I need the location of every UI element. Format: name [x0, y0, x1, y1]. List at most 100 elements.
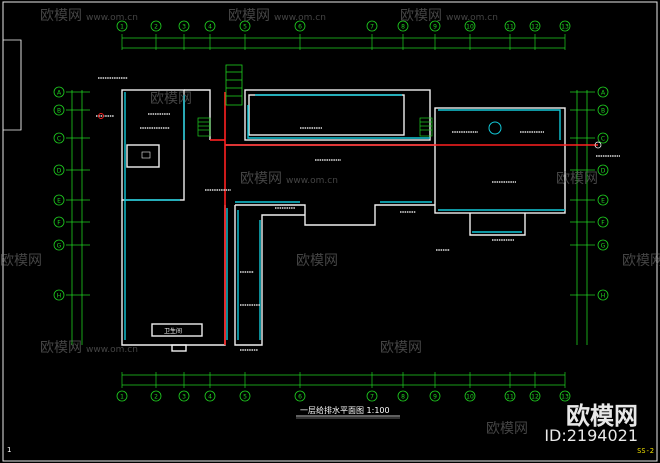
watermark-ml: 欧模网 — [150, 91, 192, 107]
grid-label-row: G — [57, 243, 62, 250]
drawing-title: 一层给排水平面图 1:100 — [300, 406, 390, 415]
grid-label-col: 10 — [466, 394, 474, 401]
grid-label-col: 8 — [401, 394, 405, 401]
grid-bubble-col — [239, 390, 251, 402]
grid-bubble-row — [53, 86, 65, 98]
wall-right-balcony — [469, 213, 526, 236]
grid-bubble-col — [150, 20, 162, 32]
grid-label-row: G — [601, 243, 606, 250]
grid-bubble-col — [397, 390, 409, 402]
grid-bubble-row — [53, 194, 65, 206]
grid-bubble-row — [597, 216, 609, 228]
grid-bubble-col — [150, 390, 162, 402]
water-supply-pipes — [210, 92, 598, 345]
grid-label-row: D — [57, 168, 62, 175]
sheet-number: SS-2 — [637, 447, 654, 455]
brand-watermark: 欧模网 — [566, 402, 638, 430]
grid-label-row: D — [601, 168, 606, 175]
corner-mark: 1 — [7, 446, 12, 454]
room-label-box — [151, 323, 203, 337]
grid-label-col: 4 — [208, 24, 212, 31]
grid-bubble-col — [529, 390, 541, 402]
grid-label-col: 13 — [561, 24, 569, 31]
grid-label-row: H — [601, 293, 606, 300]
grid-bubble-col — [178, 390, 190, 402]
wall-top-block — [244, 89, 431, 141]
grid-bubble-row — [53, 239, 65, 251]
grid-bubble-col — [239, 20, 251, 32]
grid-bubble-row — [53, 104, 65, 116]
room-label: 卫生间 — [164, 327, 182, 335]
wall-right-wing — [434, 107, 566, 214]
grid-label-col: 10 — [466, 24, 474, 31]
wall-storage — [126, 144, 160, 168]
grid-label-col: 7 — [370, 24, 374, 31]
grid-bubble-row — [597, 239, 609, 251]
watermark-mr: 欧模网 — [556, 171, 598, 187]
annotation-marks — [96, 77, 620, 351]
model-id: ID:2194021 — [544, 426, 638, 445]
fixture-markers — [98, 113, 602, 159]
grid-bubble-row — [53, 132, 65, 144]
grid-bubble-row — [597, 289, 609, 301]
grid-bubble-col — [294, 20, 306, 32]
grid-label-row: B — [601, 108, 605, 115]
grid-bubble-row — [597, 104, 609, 116]
grid-label-col: 2 — [154, 24, 158, 31]
grid-bubble-col — [397, 20, 409, 32]
door-step — [171, 344, 187, 352]
grid-label-row: A — [601, 90, 606, 97]
grid-label-col: 8 — [401, 24, 405, 31]
grid-bubble-row — [597, 86, 609, 98]
grid-label-col: 12 — [531, 24, 539, 31]
grid-label-col: 5 — [243, 24, 247, 31]
grid-label-col: 5 — [243, 394, 247, 401]
watermark-bc: 欧模网 — [380, 340, 422, 356]
grid-label-row: F — [57, 220, 61, 227]
grid-label-row: C — [601, 136, 605, 143]
grid-label-row: A — [57, 90, 62, 97]
grid-bubble-row — [597, 164, 609, 176]
grid-label-col: 6 — [298, 394, 302, 401]
grid-label-row: B — [57, 108, 61, 115]
grid-label-col: 4 — [208, 394, 212, 401]
grid-bubble-col — [464, 390, 476, 402]
grid-label-row: C — [57, 136, 61, 143]
grid-bubble-col — [429, 390, 441, 402]
grid-bubble-col — [464, 20, 476, 32]
grid-bubble-col — [559, 390, 571, 402]
grid-label-row: H — [57, 293, 62, 300]
wall-corridor-bottom — [235, 204, 435, 226]
grid-bubble-col — [504, 390, 516, 402]
grid-bubble-col — [116, 20, 128, 32]
grid-label-col: 9 — [433, 394, 437, 401]
watermark-r2: 欧模网 — [622, 253, 660, 269]
grid-bubble-row — [53, 216, 65, 228]
grid-label-row: F — [601, 220, 605, 227]
grid-bubble-col — [529, 20, 541, 32]
grid-bubble-col — [366, 20, 378, 32]
grid-bubble-col — [559, 20, 571, 32]
grid-label-col: 9 — [433, 24, 437, 31]
grid-label-col: 11 — [506, 24, 514, 31]
grid-label-col: 1 — [120, 24, 124, 31]
grid-label-row: E — [601, 198, 605, 205]
dimension-lines — [71, 37, 588, 386]
grid-label-col: 7 — [370, 394, 374, 401]
grid-label-col: 11 — [506, 394, 514, 401]
grid-bubble-row — [53, 164, 65, 176]
watermark-bb: 欧模网 — [486, 421, 528, 437]
grid-bubble-col — [294, 390, 306, 402]
grid-bubble-row — [53, 289, 65, 301]
grid-bubble-col — [178, 20, 190, 32]
wall-lower-wing — [234, 205, 305, 346]
